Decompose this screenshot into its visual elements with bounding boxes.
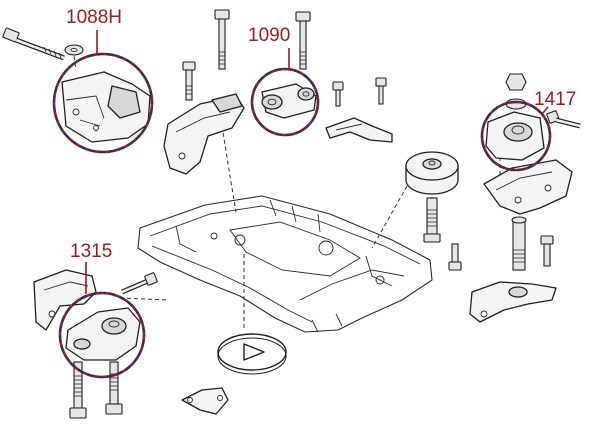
bolt-long-bottom-1	[69, 361, 87, 419]
bottom-plate	[181, 387, 229, 415]
mount-1090	[163, 9, 317, 175]
highlight-rings	[52, 52, 552, 379]
mount-1315	[33, 269, 158, 419]
bolt-long-bottom-2	[105, 361, 123, 415]
ring-1088h-inner	[52, 52, 154, 154]
leader-1417	[541, 106, 549, 115]
bolt-round-mount	[423, 197, 441, 243]
callout-1088h: 1088H	[66, 7, 122, 28]
bolt-right-small	[540, 235, 554, 267]
bracket-z	[325, 77, 393, 143]
bolt-small-3	[448, 243, 462, 271]
callout-1315: 1315	[70, 241, 113, 262]
leader-lines	[85, 30, 549, 294]
bolt-small-2	[375, 77, 387, 105]
callout-1090: 1090	[248, 25, 291, 46]
mount-1088h	[2, 27, 151, 143]
bolt-small-1	[332, 81, 344, 107]
stud-vertical-right	[511, 216, 527, 271]
bolt-horizontal-1315	[121, 272, 158, 295]
bolt-long-top-left	[2, 27, 65, 61]
bolt-vertical-1	[214, 9, 230, 70]
bolt-side-right	[546, 110, 581, 129]
round-mount-center	[405, 151, 462, 271]
play-button[interactable]	[217, 333, 287, 375]
bolt-vertical-2	[295, 11, 311, 70]
subframe	[137, 195, 433, 333]
mount-1417	[469, 73, 581, 323]
callout-1417: 1417	[534, 89, 577, 110]
bolt-vertical-3	[182, 61, 196, 101]
play-triangle-icon	[243, 343, 265, 361]
